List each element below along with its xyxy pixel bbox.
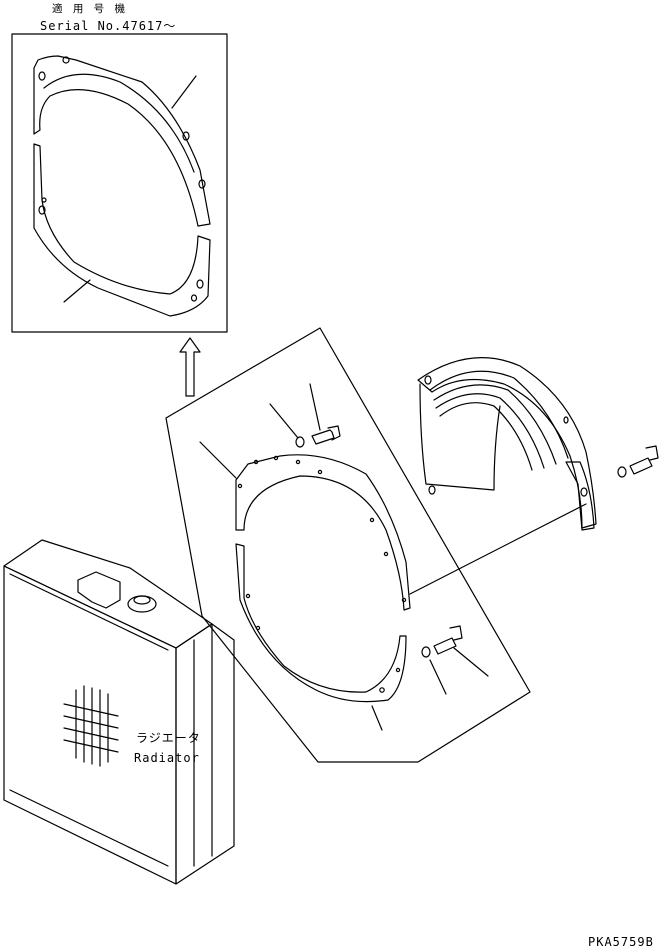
inset-bolt-holes — [38, 56, 206, 302]
leader-bolt-upper — [309, 383, 321, 431]
upper-bolt-washer — [269, 383, 341, 448]
fan-guard-hole-1 — [424, 375, 432, 385]
radiator-top — [3, 539, 213, 649]
main-upper-shroud — [235, 454, 411, 611]
fan-guard-bands — [429, 370, 569, 471]
washer-lower — [421, 646, 431, 658]
lower-bolt-washer — [421, 625, 489, 695]
inset-leader-lower — [63, 279, 91, 303]
main-bolt-holes — [237, 455, 407, 693]
leader-lower-shroud — [371, 705, 383, 731]
leader-washer-lower — [429, 659, 447, 695]
radiator-cap-top — [133, 595, 151, 605]
inset-upper-shroud — [33, 55, 211, 227]
leader-upper-shroud — [199, 441, 237, 479]
radiator-front-border — [9, 573, 169, 867]
fan-guard — [417, 357, 659, 531]
assembly-line — [409, 503, 587, 595]
mounting-plate — [165, 327, 531, 763]
radiator-core-grid — [63, 685, 119, 767]
fan-guard-hole-4 — [563, 416, 569, 424]
up-arrow — [179, 337, 201, 397]
inset-lower-shroud — [33, 143, 211, 317]
radiator-side-rib — [193, 623, 213, 867]
figure-code: PKA5759B — [588, 935, 654, 949]
fan-guard-side — [419, 383, 501, 491]
bolt-right-head — [645, 445, 659, 461]
radiator-side — [175, 623, 235, 885]
radiator-label-en: Radiator — [134, 751, 200, 765]
variant-inset — [11, 33, 228, 333]
main-lower-shroud — [235, 543, 407, 703]
inset-upper-inner-edge — [43, 73, 195, 173]
radiator-bracket — [77, 571, 121, 609]
leader-washer-upper — [269, 403, 299, 439]
fan-guard-outer-ring — [417, 357, 597, 529]
radiator-front — [3, 565, 177, 885]
bolt-lower-head — [449, 625, 463, 641]
leader-bolt-lower — [453, 647, 489, 677]
inset-frame — [11, 33, 228, 333]
bolt-upper — [311, 429, 335, 445]
washer-right — [617, 466, 627, 478]
radiator: ラジエータ Radiator — [3, 539, 235, 885]
serial-number-label: Serial No.47617～ — [40, 19, 176, 33]
fan-guard-hole-3 — [580, 487, 588, 497]
fan-guard-hole-2 — [428, 485, 436, 495]
inset-leader-upper — [171, 75, 197, 109]
washer-upper — [295, 436, 305, 448]
fan-guard-lower — [565, 461, 595, 531]
applicable-serial-heading: 適 用 号 機 — [52, 2, 127, 15]
bolt-right — [629, 457, 653, 475]
bolt-upper-head — [327, 425, 341, 441]
radiator-label-ja: ラジエータ — [136, 731, 201, 745]
bolt-lower — [433, 637, 457, 655]
